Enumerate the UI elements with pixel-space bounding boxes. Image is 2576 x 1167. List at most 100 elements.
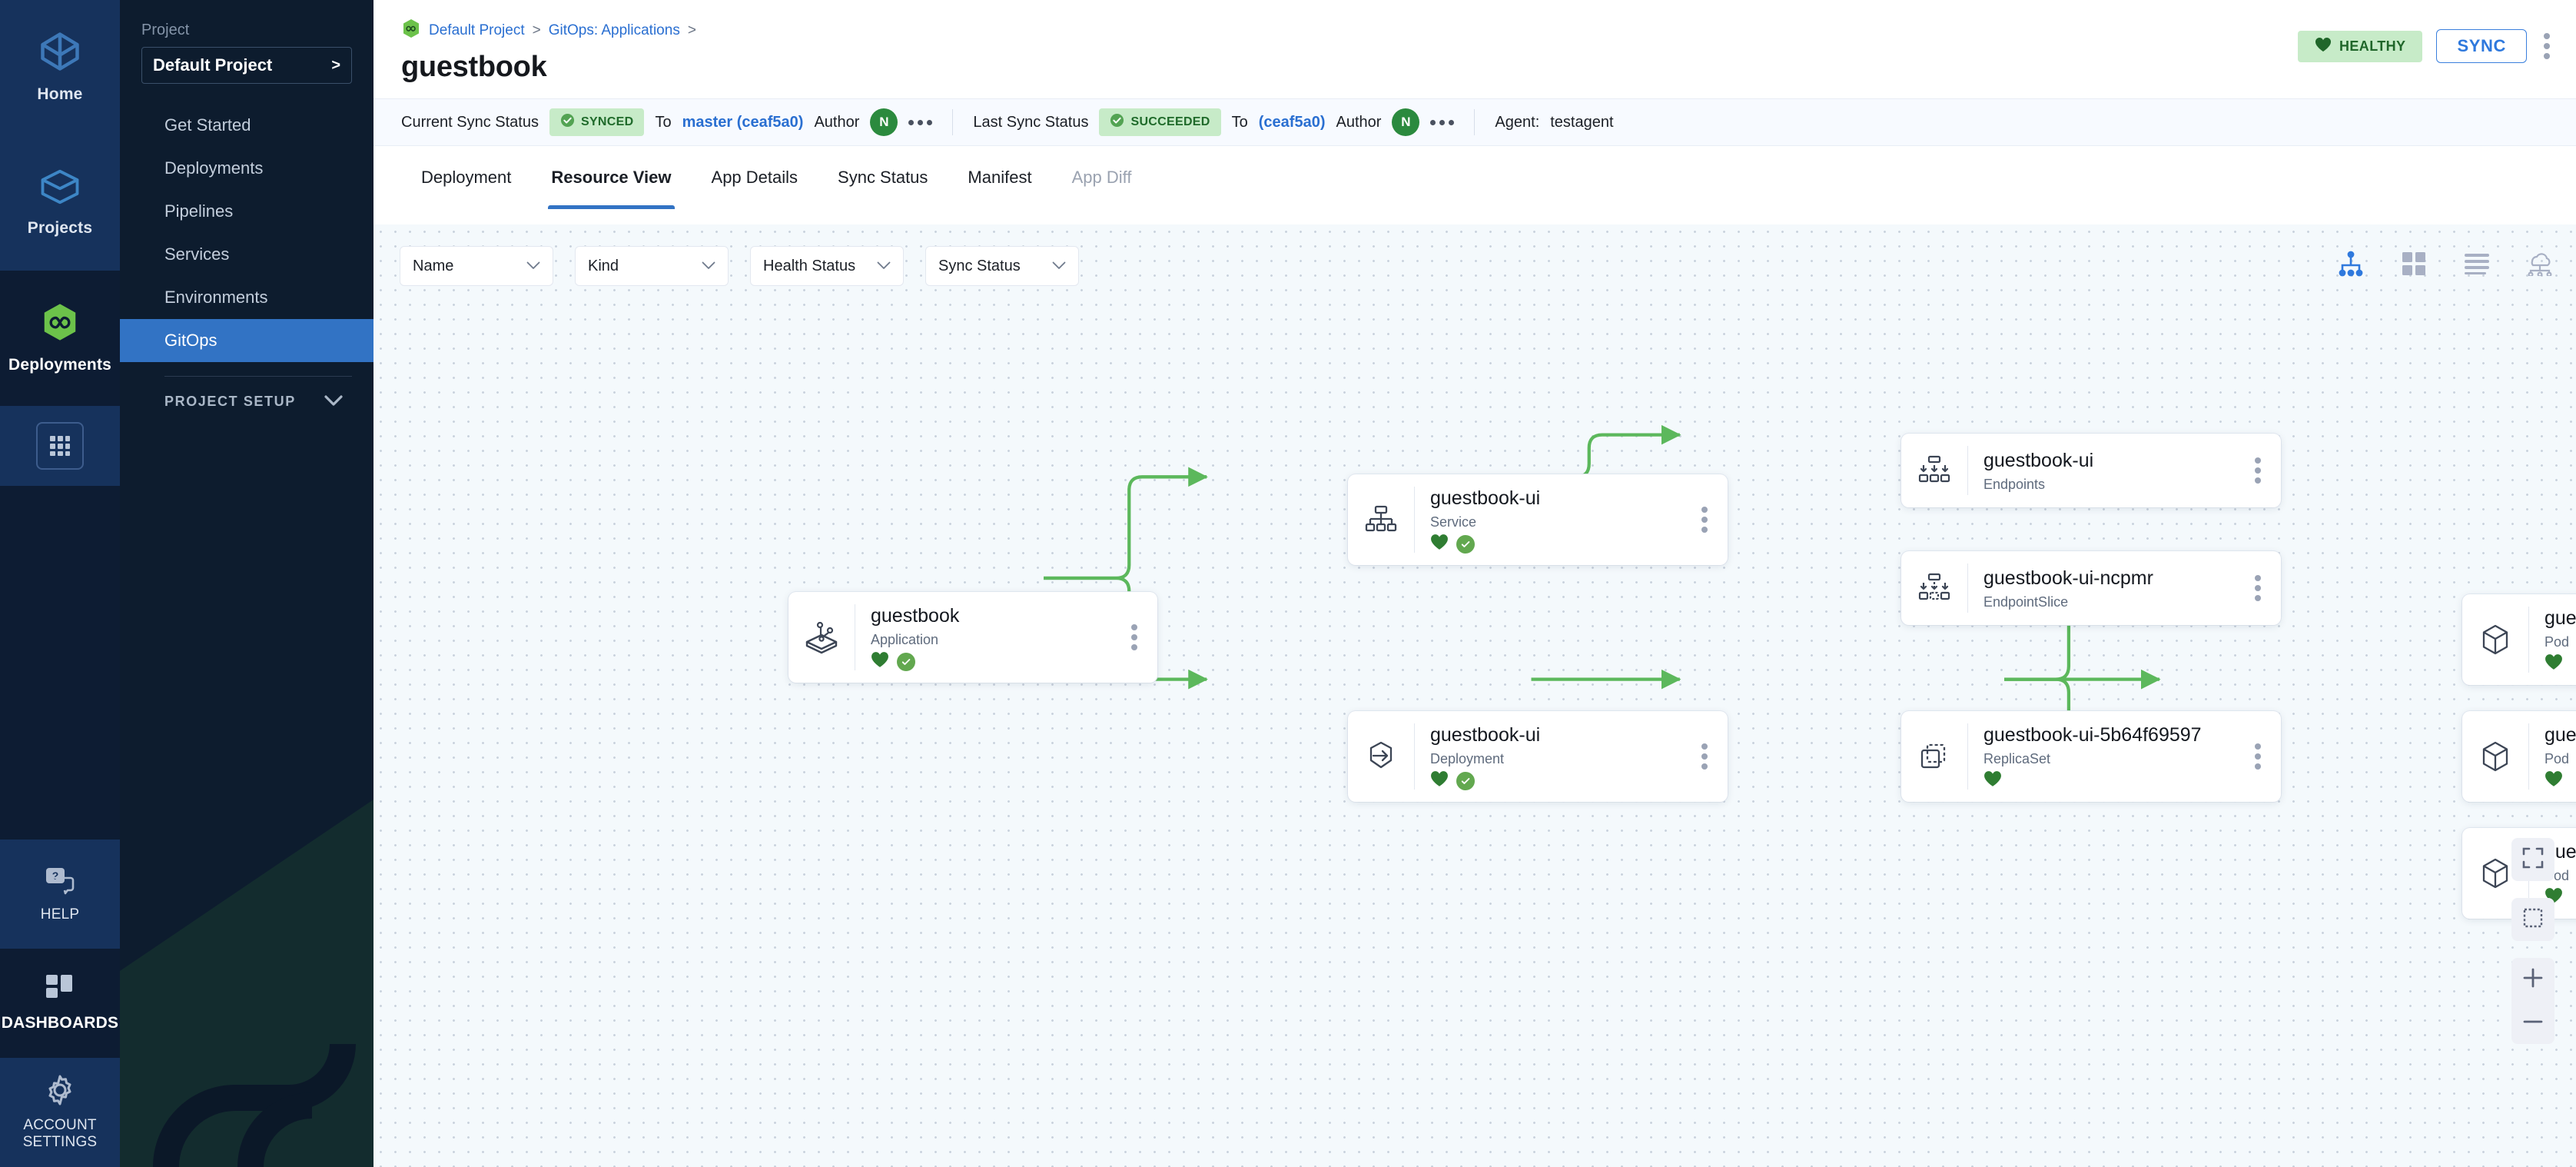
breadcrumb-item-default-project[interactable]: Default Project <box>429 22 525 38</box>
filter-sync-status[interactable]: Sync Status <box>925 246 1079 286</box>
graph-node-pod-1[interactable]: guestbook-ui-5b64f6959… Pod <box>2462 594 2576 685</box>
node-body: guestbook-ui-5b64f6959… Pod <box>2529 723 2576 790</box>
endpoints-icon <box>1901 454 1967 487</box>
node-more-icon[interactable] <box>1681 740 1728 773</box>
sync-button[interactable]: SYNC <box>2436 29 2527 63</box>
node-more-icon[interactable] <box>1111 621 1157 653</box>
node-divider <box>1967 564 1968 613</box>
sidebar-item-services[interactable]: Services <box>164 244 230 264</box>
tab-bar: Deployment Resource View App Details Syn… <box>373 146 2576 209</box>
heart-icon <box>1983 770 2002 791</box>
chevron-down-icon <box>702 260 715 273</box>
node-body: guestbook-ui-5b64f6959… Pod <box>2529 607 2576 673</box>
filter-name[interactable]: Name <box>400 246 553 286</box>
zoom-controls <box>2511 838 2554 1044</box>
filter-health-status[interactable]: Health Status <box>750 246 904 286</box>
rail-item-deployments[interactable]: Deployments <box>0 271 120 406</box>
graph-node-service[interactable]: guestbook-ui Service <box>1348 474 1728 565</box>
fit-screen-button[interactable] <box>2511 838 2554 881</box>
resource-graph-canvas[interactable]: Name Kind Health Status <box>373 224 2576 1167</box>
node-name: guestbook <box>871 604 960 627</box>
graph-node-pod-2[interactable]: guestbook-ui-5b64f6959… Pod <box>2462 711 2576 802</box>
check-circle-icon <box>1110 113 1124 131</box>
endpointslice-icon <box>1901 572 1967 604</box>
node-more-icon[interactable] <box>1681 504 1728 536</box>
node-more-icon[interactable] <box>2235 740 2281 773</box>
current-sync-status-pill: SYNCED <box>549 108 645 136</box>
sidebar-project-setup[interactable]: PROJECT SETUP <box>120 377 373 410</box>
zoom-in-icon <box>2522 967 2544 992</box>
chevron-down-icon <box>1052 260 1066 273</box>
rail-item-help[interactable]: ? HELP <box>0 840 120 949</box>
last-more-icon[interactable] <box>1430 119 1455 125</box>
sidebar-item-environments[interactable]: Environments <box>164 288 268 307</box>
page-header: Default Project > GitOps: Applications >… <box>373 0 2576 98</box>
node-name: guestbook-ui <box>1430 487 1541 509</box>
gitops-logo-icon <box>401 18 421 43</box>
breadcrumb-item-gitops-applications[interactable]: GitOps: Applications <box>548 22 680 38</box>
filter-name-label: Name <box>413 257 454 274</box>
last-revision-link[interactable]: (ceaf5a0) <box>1258 113 1326 131</box>
network-view-icon[interactable] <box>2525 249 2554 278</box>
apps-grid-button[interactable] <box>0 406 120 486</box>
node-kind: Service <box>1430 514 1477 530</box>
rail-item-label: Home <box>37 85 83 104</box>
node-divider <box>2528 607 2529 673</box>
fit-screen-icon <box>2522 847 2544 873</box>
tree-view-icon[interactable] <box>2336 249 2365 278</box>
node-body: guestbook-ui-ncpmr EndpointSlice <box>1968 567 2235 610</box>
apps-grid-icon <box>36 422 84 470</box>
tab-deployment[interactable]: Deployment <box>421 168 512 187</box>
sidebar-content: Project Default Project > Get Started De… <box>120 0 373 410</box>
marquee-select-button[interactable] <box>2511 898 2554 941</box>
sidebar-item-get-started[interactable]: Get Started <box>164 115 251 135</box>
graph-node-endpointslice[interactable]: guestbook-ui-ncpmr EndpointSlice <box>1901 551 2281 625</box>
list-view-icon[interactable] <box>2462 249 2491 278</box>
replicaset-icon <box>1901 740 1967 773</box>
zoom-in-button[interactable] <box>2511 958 2554 1001</box>
sidebar-item-gitops[interactable]: GitOps <box>120 319 373 362</box>
rail-item-account-settings[interactable]: ACCOUNT SETTINGS <box>0 1058 120 1167</box>
main-area: Default Project > GitOps: Applications >… <box>373 0 2576 1167</box>
heart-icon <box>2544 770 2563 791</box>
agent-label: Agent: <box>1495 113 1540 131</box>
grid-view-icon[interactable] <box>2399 249 2428 278</box>
node-kind: Pod <box>2544 633 2570 650</box>
current-more-icon[interactable] <box>908 119 933 125</box>
graph-node-deployment[interactable]: guestbook-ui Deployment <box>1348 711 1728 802</box>
node-more-icon[interactable] <box>2235 454 2281 487</box>
graph-node-application[interactable]: guestbook Application <box>788 592 1157 683</box>
marquee-select-icon <box>2523 908 2543 932</box>
sidebar-item-pipelines[interactable]: Pipelines <box>164 201 234 221</box>
rail-item-label: DASHBOARDS <box>1 1014 119 1032</box>
icon-rail: Home Projects Deployments <box>0 0 120 1167</box>
node-name: guestbook-ui-5b64f6959… <box>2544 723 2576 746</box>
current-sync-status-group: Current Sync Status SYNCED To master (ce… <box>401 108 933 136</box>
graph-node-replicaset[interactable]: guestbook-ui-5b64f69597 ReplicaSet <box>1901 711 2281 802</box>
filter-kind[interactable]: Kind <box>575 246 729 286</box>
tab-sync-status[interactable]: Sync Status <box>838 168 928 187</box>
rail-item-home[interactable]: Home <box>0 0 120 135</box>
rail-item-projects[interactable]: Projects <box>0 135 120 271</box>
node-more-icon[interactable] <box>2235 572 2281 604</box>
sidebar-divider <box>164 376 352 377</box>
node-body: guestbook-ui Endpoints <box>1968 449 2235 493</box>
project-selector[interactable]: Default Project > <box>141 47 352 84</box>
graph-node-endpoints[interactable]: guestbook-ui Endpoints <box>1901 434 2281 507</box>
breadcrumb-separator: > <box>532 22 541 38</box>
project-label: Project <box>141 22 190 38</box>
rail-item-dashboards[interactable]: DASHBOARDS <box>0 949 120 1058</box>
rail-item-label: HELP <box>40 906 80 923</box>
tab-manifest[interactable]: Manifest <box>968 168 1032 187</box>
zoom-out-button[interactable] <box>2511 1001 2554 1044</box>
zoom-group <box>2511 958 2554 1044</box>
header-more-menu-icon[interactable] <box>2541 30 2553 62</box>
node-kind: Endpoints <box>1983 476 2046 492</box>
last-sync-status-label: Last Sync Status <box>973 113 1089 131</box>
tab-resource-view[interactable]: Resource View <box>531 146 691 209</box>
svg-text:?: ? <box>52 869 59 882</box>
sidebar-item-deployments[interactable]: Deployments <box>164 158 264 178</box>
tab-app-details[interactable]: App Details <box>711 168 798 187</box>
node-kind: ReplicaSet <box>1983 750 2051 766</box>
current-revision-link[interactable]: master (ceaf5a0) <box>682 113 804 131</box>
